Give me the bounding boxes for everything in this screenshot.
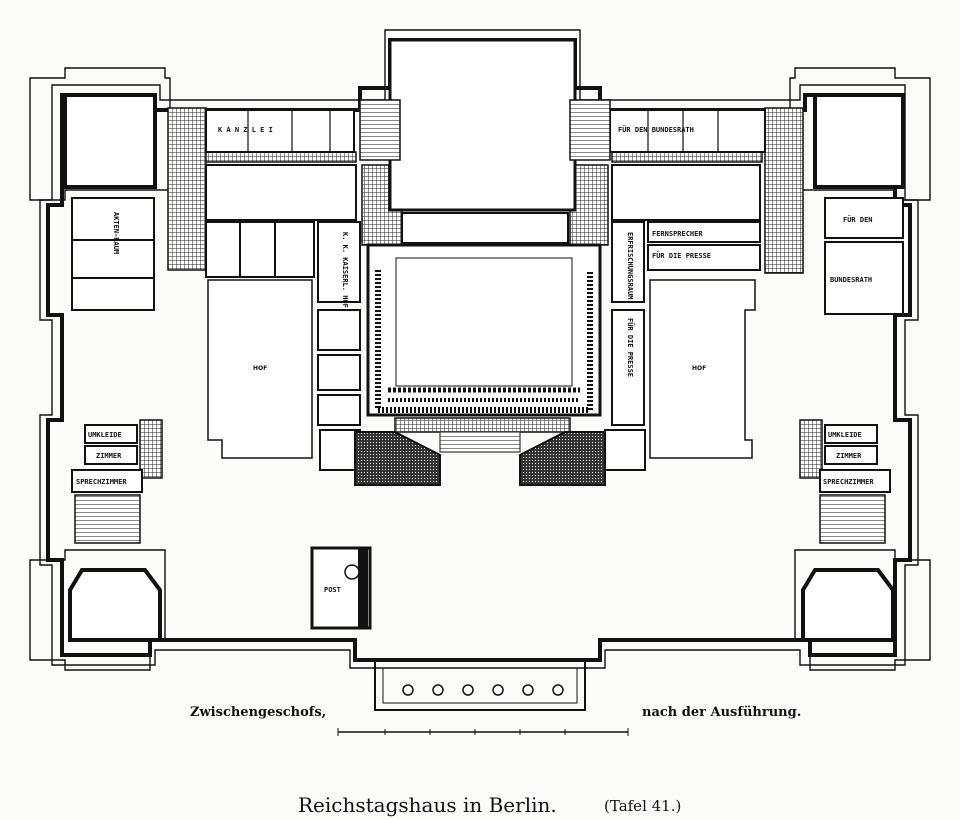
room-fernsprecher: FERNSPRECHER (652, 230, 703, 238)
room-fuer-den: FÜR DEN (843, 215, 873, 224)
room-kanzlei: K A N Z L E I (218, 126, 273, 134)
room-fuer-den-bundesrath: FÜR DEN BUNDESRATH (618, 125, 694, 134)
post-office (310, 546, 372, 630)
plenary-hall (366, 38, 602, 417)
right-wing-dividers (647, 110, 719, 152)
lower-side-rooms (71, 424, 891, 493)
courtyard-right-label: HOF (692, 365, 706, 372)
room-zimmer-right: ZIMMER (836, 452, 862, 460)
courtyard-left-label: HOF (253, 365, 267, 372)
room-zimmer-left: ZIMMER (96, 452, 122, 460)
right-wing (604, 109, 904, 471)
caption-left: Zwischengeschofs, (190, 705, 327, 720)
courtyards (207, 279, 756, 459)
room-fuer-die-presse: FÜR DIE PRESSE (652, 251, 711, 260)
room-kaiserl-hof: K. K. KAISERL. HOF (341, 232, 349, 308)
corner-rooms (63, 93, 905, 642)
scale-bar (337, 728, 629, 736)
room-umkleide-right: UMKLEIDE (828, 431, 862, 439)
room-fuer-die-presse-vertical: FÜR DIE PRESSE (626, 318, 635, 377)
caption-right: nach der Ausführung. (642, 705, 802, 720)
room-post: POST (324, 586, 341, 594)
room-bundesrath: BUNDESRATH (830, 276, 872, 284)
left-wing-dividers (247, 110, 331, 152)
left-wing (71, 109, 361, 471)
plate-reference: (Tafel 41.) (604, 797, 682, 815)
room-sprechzimmer-right: SPRECHZIMMER (823, 478, 874, 486)
plate-title: Reichstagshaus in Berlin. (298, 793, 557, 817)
room-akten-raum: AKTEN-RAUM (112, 212, 120, 254)
south-stairs (74, 99, 886, 544)
room-sprechzimmer-left: SPRECHZIMMER (76, 478, 127, 486)
room-umkleide-left: UMKLEIDE (88, 431, 122, 439)
room-erfrischungsraum: ERFRISCHUNGSRAUM (626, 232, 634, 299)
portico-columns (402, 684, 564, 696)
